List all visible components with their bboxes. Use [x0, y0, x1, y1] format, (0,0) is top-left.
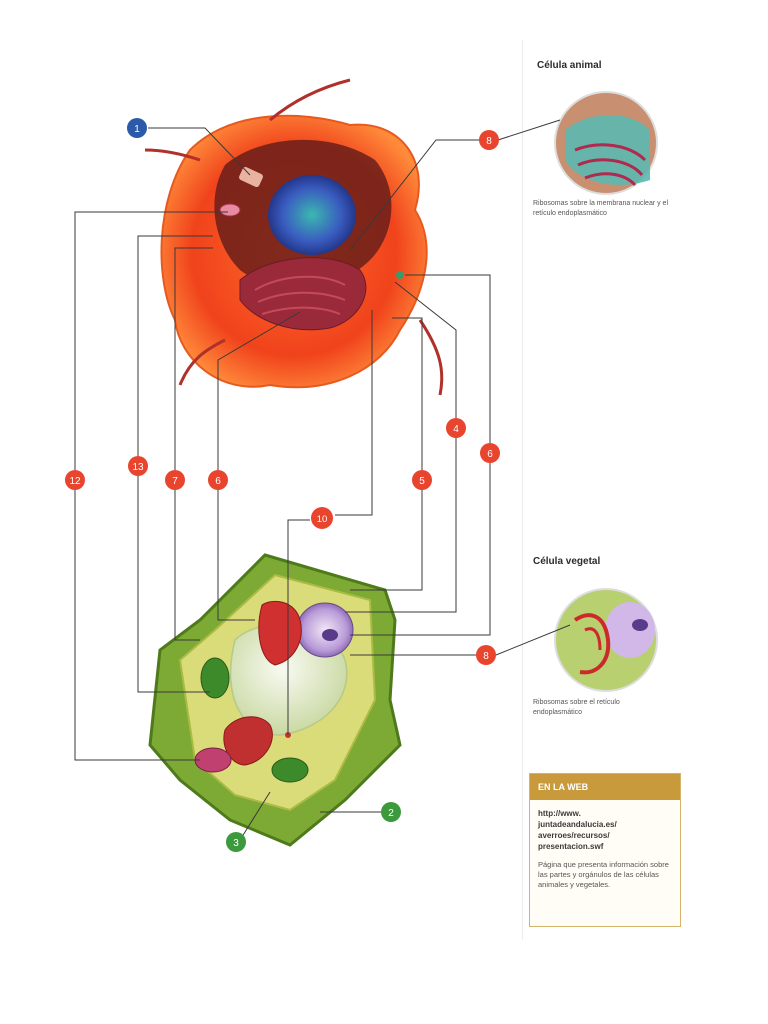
animal-cell-caption: Ribosomas sobre la membrana nuclear y el…	[533, 200, 669, 217]
animal-centrioles	[239, 166, 263, 188]
svg-text:2: 2	[388, 808, 394, 819]
callout-6-right: 6	[480, 443, 500, 463]
animal-cilium	[144, 148, 201, 162]
svg-text:7: 7	[172, 476, 178, 487]
animal-vesicle	[396, 271, 404, 279]
plant-mitochondrion	[194, 747, 232, 773]
web-resource-box: EN LA WEB http://www. juntadeandalucia.e…	[529, 773, 681, 927]
svg-text:6: 6	[487, 449, 493, 460]
callout-1: 1	[127, 118, 147, 138]
animal-nucleus	[268, 175, 356, 255]
callout-10: 10	[311, 507, 333, 529]
plant-chloroplast	[200, 657, 230, 699]
animal-cilium	[269, 78, 351, 122]
web-box-header: EN LA WEB	[530, 774, 680, 800]
animal-cell	[144, 78, 444, 396]
svg-text:12: 12	[69, 476, 81, 487]
svg-text:4: 4	[453, 424, 459, 435]
callout-5: 5	[412, 470, 432, 490]
svg-text:8: 8	[483, 651, 489, 662]
svg-text:10: 10	[317, 514, 328, 525]
svg-text:1: 1	[134, 124, 140, 135]
svg-text:6: 6	[215, 476, 221, 487]
plant-cell-title: Célula vegetal	[533, 556, 601, 567]
animal-cilium	[178, 338, 226, 386]
callout-8-plant: 8	[476, 645, 496, 665]
web-resource-link[interactable]: http://www. juntadeandalucia.es/ averroe…	[538, 809, 617, 851]
animal-mitochondrion	[219, 203, 241, 217]
animal-cell-title: Célula animal	[537, 60, 602, 71]
callout-13: 13	[128, 456, 148, 476]
animal-er-folds	[254, 275, 346, 315]
animal-cilium	[418, 319, 444, 396]
svg-text:13: 13	[132, 462, 144, 473]
plant-cell	[148, 553, 402, 847]
callout-12: 12	[65, 470, 85, 490]
callout-4: 4	[446, 418, 466, 438]
callout-3: 3	[226, 832, 246, 852]
callout-8-animal: 8	[479, 130, 499, 150]
plant-er	[258, 600, 302, 666]
svg-text:5: 5	[419, 476, 425, 487]
plant-nucleus	[296, 602, 354, 658]
svg-text:8: 8	[486, 136, 492, 147]
callout-2: 2	[381, 802, 401, 822]
svg-text:3: 3	[233, 838, 239, 849]
animal-zoom-circle	[554, 91, 658, 195]
callout-7: 7	[165, 470, 185, 490]
sidebar-divider	[522, 40, 523, 940]
plant-nucleolus	[322, 629, 338, 641]
web-resource-description: Página que presenta información sobre la…	[538, 860, 669, 889]
plant-chloroplast	[271, 757, 309, 783]
callout-6-left: 6	[208, 470, 228, 490]
plant-zoom-circle	[554, 588, 658, 692]
plant-cell-caption: Ribosomas sobre el retículo endoplasmáti…	[533, 699, 620, 716]
